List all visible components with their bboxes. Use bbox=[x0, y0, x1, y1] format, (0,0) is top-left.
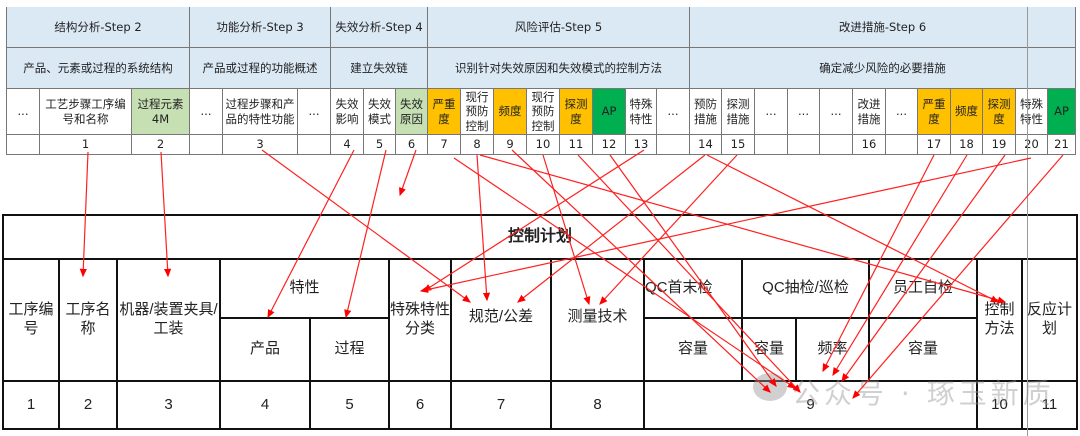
col-detection-new: 探测度 bbox=[983, 89, 1016, 135]
col-occurrence-new: 频度 bbox=[951, 89, 983, 135]
col-detection-control: 现行预防控制 bbox=[527, 89, 560, 135]
col-num bbox=[788, 135, 820, 155]
col-ellipsis: ... bbox=[298, 89, 331, 135]
cp-num: 7 bbox=[452, 382, 552, 430]
col-num bbox=[886, 135, 918, 155]
col-ellipsis: ... bbox=[657, 89, 690, 135]
cp-num: 6 bbox=[390, 382, 452, 430]
hdr-qc-first-last: QC首末检 bbox=[645, 260, 743, 319]
hdr-self-check: 员工自检 bbox=[870, 260, 978, 319]
hdr-special-class: 特殊特性分类 bbox=[390, 260, 452, 382]
col-process-element-4m: 过程元素4M bbox=[132, 89, 190, 135]
col-num: 6 bbox=[396, 135, 428, 155]
col-detection: 探测度 bbox=[560, 89, 593, 135]
step4-title: 失效分析-Step 4 bbox=[331, 7, 428, 48]
cp-num: 3 bbox=[118, 382, 221, 430]
col-special-char: 特殊特性 bbox=[626, 89, 657, 135]
col-num: 15 bbox=[722, 135, 755, 155]
col-num: 18 bbox=[951, 135, 983, 155]
col-num: 13 bbox=[626, 135, 657, 155]
col-num: 2 bbox=[132, 135, 190, 155]
hdr-process-name: 工序名称 bbox=[60, 260, 118, 382]
col-num: 4 bbox=[331, 135, 364, 155]
cp-num: 11 bbox=[1023, 382, 1078, 430]
hdr-qc-sampling: QC抽检/巡检 bbox=[743, 260, 870, 319]
col-failure-mode: 失效模式 bbox=[364, 89, 396, 135]
hdr-measurement: 测量技术 bbox=[552, 260, 645, 382]
col-num: 8 bbox=[461, 135, 494, 155]
col-num: 12 bbox=[593, 135, 626, 155]
cp-num: 4 bbox=[221, 382, 311, 430]
step6-title: 改进措施-Step 6 bbox=[690, 7, 1076, 48]
col-num: 17 bbox=[918, 135, 951, 155]
step5-title: 风险评估-Step 5 bbox=[428, 7, 690, 48]
cp-num: 1 bbox=[4, 382, 60, 430]
hdr-characteristics: 特性 bbox=[221, 260, 390, 319]
col-num bbox=[190, 135, 223, 155]
col-num bbox=[657, 135, 690, 155]
col-ellipsis: ... bbox=[788, 89, 820, 135]
hdr-control-method: 控制方法 bbox=[978, 260, 1023, 382]
hdr-process: 过程 bbox=[311, 319, 390, 382]
col-num: 10 bbox=[527, 135, 560, 155]
col-prevention-action: 预防措施 bbox=[690, 89, 722, 135]
step5-desc: 识别针对失效原因和失效模式的控制方法 bbox=[428, 48, 690, 89]
wechat-icon bbox=[753, 373, 787, 401]
col-severity: 严重度 bbox=[428, 89, 461, 135]
col-ap: AP bbox=[593, 89, 626, 135]
col-improvement-action: 改进措施 bbox=[853, 89, 886, 135]
hdr-spec-tolerance: 规范/公差 bbox=[452, 260, 552, 382]
col-num bbox=[755, 135, 788, 155]
hdr-machine: 机器/装置夹具/工装 bbox=[118, 260, 221, 382]
col-ellipsis: ... bbox=[820, 89, 853, 135]
step3-title: 功能分析-Step 3 bbox=[190, 7, 331, 48]
col-detection-action: 探测措施 bbox=[722, 89, 755, 135]
col-num: 20 bbox=[1016, 135, 1048, 155]
col-num: 16 bbox=[853, 135, 886, 155]
col-num: 9 bbox=[494, 135, 527, 155]
step2-title: 结构分析-Step 2 bbox=[7, 7, 190, 48]
col-num: 7 bbox=[428, 135, 461, 155]
step2-desc: 产品、元素或过程的系统结构 bbox=[7, 48, 190, 89]
col-num: 5 bbox=[364, 135, 396, 155]
col-ellipsis: ... bbox=[190, 89, 223, 135]
hdr-reaction-plan: 反应计划 bbox=[1023, 260, 1078, 382]
col-num: 11 bbox=[560, 135, 593, 155]
col-process-step-name: 工艺步骤工序编号和名称 bbox=[40, 89, 132, 135]
col-severity-new: 严重度 bbox=[918, 89, 951, 135]
control-plan-title: 控制计划 bbox=[4, 216, 1078, 260]
col-ellipsis: ... bbox=[7, 89, 40, 135]
hdr-capacity-self: 容量 bbox=[870, 319, 978, 382]
col-num bbox=[820, 135, 853, 155]
guide-line bbox=[1027, 7, 1028, 436]
cp-num: 8 bbox=[552, 382, 645, 430]
cp-num: 9 bbox=[645, 382, 978, 430]
step6-desc: 确定减少风险的必要措施 bbox=[690, 48, 1076, 89]
col-failure-effect: 失效影响 bbox=[331, 89, 364, 135]
col-num bbox=[298, 135, 331, 155]
col-num: 19 bbox=[983, 135, 1016, 155]
cp-num: 10 bbox=[978, 382, 1023, 430]
col-function: 过程步骤和产品的特性功能 bbox=[223, 89, 298, 135]
cp-num: 5 bbox=[311, 382, 390, 430]
col-occurrence: 频度 bbox=[494, 89, 527, 135]
col-num bbox=[7, 135, 40, 155]
col-ellipsis: ... bbox=[886, 89, 918, 135]
col-num: 14 bbox=[690, 135, 722, 155]
col-prevention-control: 现行预防控制 bbox=[461, 89, 494, 135]
col-failure-cause: 失效原因 bbox=[396, 89, 428, 135]
hdr-frequency: 频率 bbox=[797, 319, 870, 382]
col-num: 21 bbox=[1048, 135, 1076, 155]
step4-desc: 建立失效链 bbox=[331, 48, 428, 89]
hdr-capacity-first-last: 容量 bbox=[645, 319, 743, 382]
col-ellipsis: ... bbox=[755, 89, 788, 135]
hdr-process-no: 工序编号 bbox=[4, 260, 60, 382]
col-ap-new: AP bbox=[1048, 89, 1076, 135]
col-num: 3 bbox=[223, 135, 298, 155]
step3-desc: 产品或过程的功能概述 bbox=[190, 48, 331, 89]
cp-num: 2 bbox=[60, 382, 118, 430]
col-num: 1 bbox=[40, 135, 132, 155]
hdr-product: 产品 bbox=[221, 319, 311, 382]
col-special-char-new: 特殊特性 bbox=[1016, 89, 1048, 135]
